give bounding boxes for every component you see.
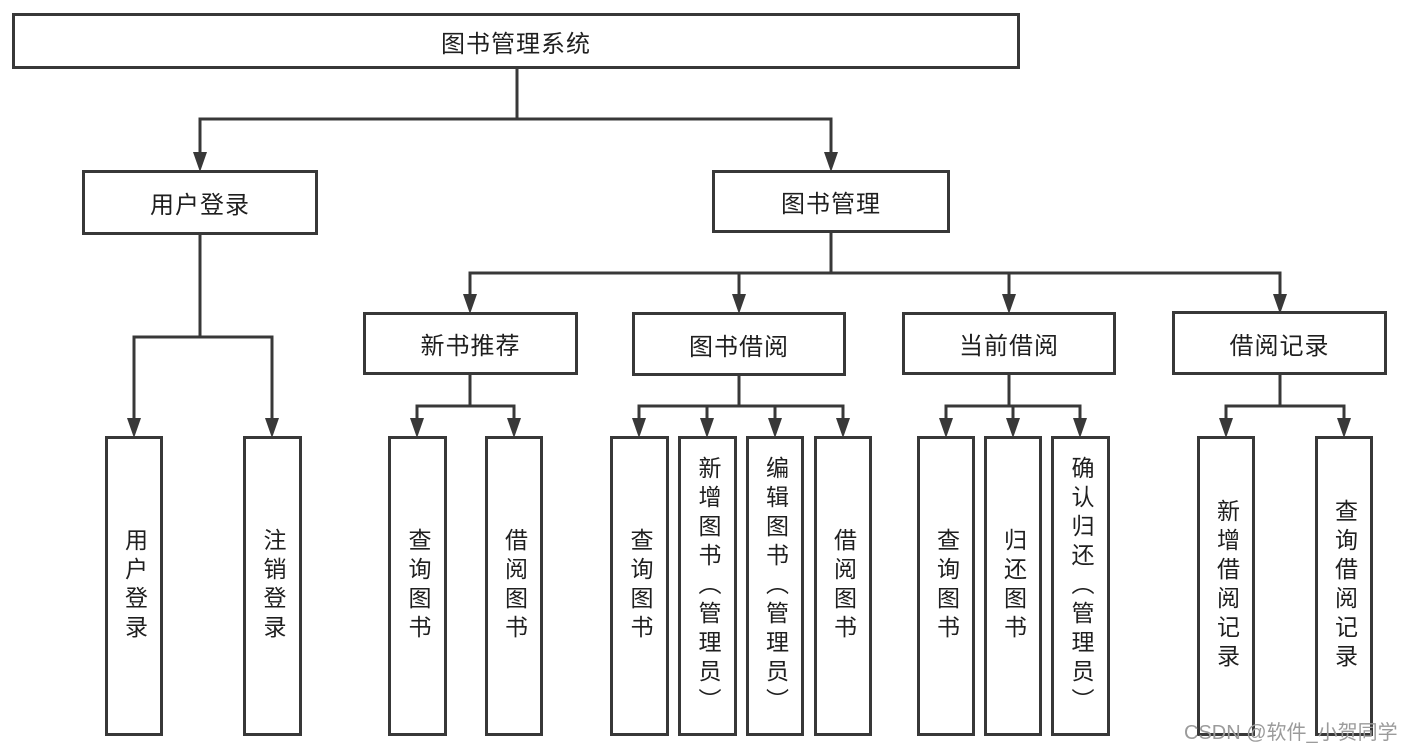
node-book-management: 图书管理: [712, 170, 950, 233]
leaf-confirm-return-admin: 确认归还（管理员）: [1051, 436, 1110, 736]
node-user-login: 用户登录: [82, 170, 318, 235]
leaf-recommend-borrow-books: 借阅图书: [485, 436, 543, 736]
node-borrowing-records-label: 借阅记录: [1229, 332, 1330, 360]
leaf-current-query-books-label: 查询图书: [933, 528, 960, 644]
csdn-watermark: CSDN @软件_小贺同学: [1184, 722, 1398, 744]
node-current-borrowing: 当前借阅: [902, 312, 1116, 375]
leaf-return-books-label: 归还图书: [1000, 528, 1027, 644]
leaf-add-borrow-record: 新增借阅记录: [1197, 436, 1255, 736]
leaf-user-login-label: 用户登录: [121, 528, 148, 644]
leaf-add-books-admin-label: 新增图书（管理员）: [695, 455, 721, 717]
node-new-book-recommend-label: 新书推荐: [420, 333, 521, 360]
leaf-borrowing-borrow-books-label: 借阅图书: [830, 528, 857, 644]
node-new-book-recommend: 新书推荐: [363, 312, 578, 375]
node-borrowing-records: 借阅记录: [1172, 311, 1387, 375]
leaf-confirm-return-admin-label: 确认归还（管理员）: [1068, 455, 1094, 717]
leaf-borrowing-borrow-books: 借阅图书: [814, 436, 872, 736]
leaf-edit-books-admin-label: 编辑图书（管理员）: [762, 455, 789, 717]
leaf-add-borrow-record-label: 新增借阅记录: [1213, 499, 1240, 673]
leaf-recommend-borrow-books-label: 借阅图书: [501, 528, 528, 644]
leaf-logout: 注销登录: [243, 436, 302, 736]
leaf-add-books-admin: 新增图书（管理员）: [678, 436, 737, 736]
node-library-system-label: 图书管理系统: [441, 30, 591, 58]
node-book-borrowing: 图书借阅: [632, 312, 846, 376]
node-book-borrowing-label: 图书借阅: [689, 333, 789, 361]
node-library-system: 图书管理系统: [12, 13, 1020, 69]
leaf-borrowing-query-books: 查询图书: [610, 436, 669, 736]
node-book-management-label: 图书管理: [781, 191, 881, 218]
leaf-recommend-query-books-label: 查询图书: [405, 528, 431, 644]
node-current-borrowing-label: 当前借阅: [959, 333, 1059, 360]
leaf-return-books: 归还图书: [984, 436, 1042, 736]
leaf-logout-label: 注销登录: [260, 528, 286, 644]
node-user-login-label: 用户登录: [150, 192, 250, 219]
leaf-current-query-books: 查询图书: [917, 436, 975, 736]
leaf-borrowing-query-books-label: 查询图书: [627, 528, 653, 644]
leaf-recommend-query-books: 查询图书: [388, 436, 447, 736]
leaf-edit-books-admin: 编辑图书（管理员）: [746, 436, 804, 736]
leaf-query-borrow-record-label: 查询借阅记录: [1331, 499, 1358, 673]
leaf-user-login: 用户登录: [105, 436, 163, 736]
leaf-query-borrow-record: 查询借阅记录: [1315, 436, 1373, 736]
